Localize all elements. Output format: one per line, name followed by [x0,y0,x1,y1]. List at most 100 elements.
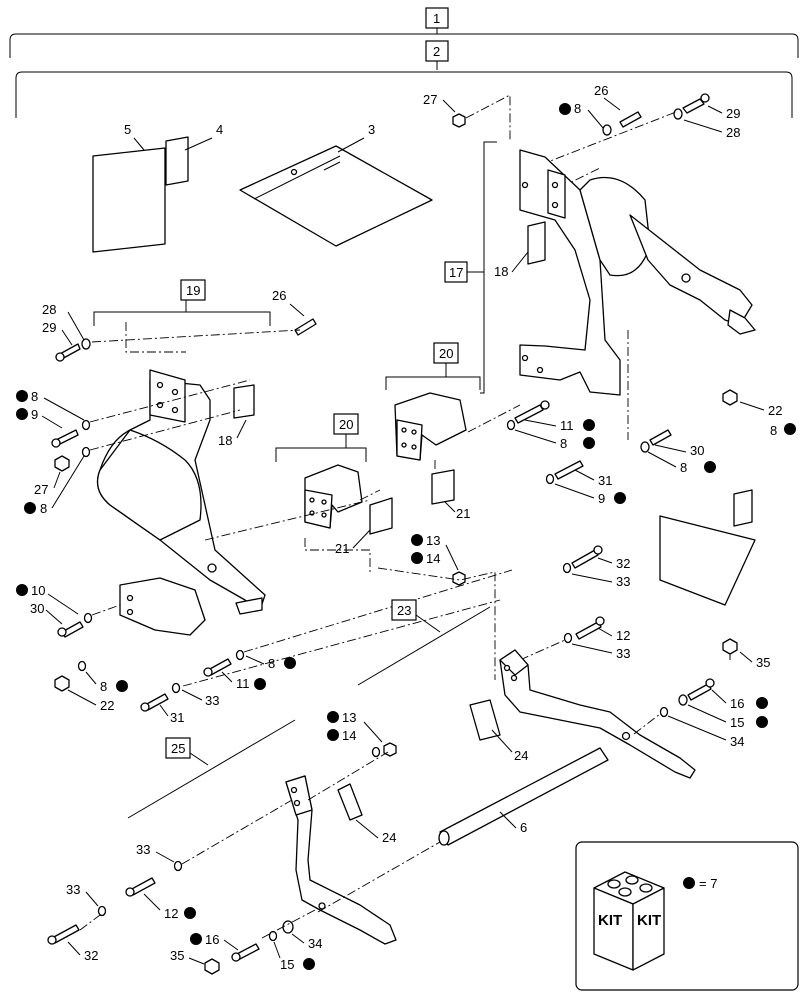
svg-text:30: 30 [690,443,704,458]
svg-text:26: 26 [272,288,286,303]
svg-text:19: 19 [186,283,200,298]
svg-text:29: 29 [42,320,56,335]
assembly-label-2: 2 [433,44,440,59]
svg-text:25: 25 [171,741,185,756]
svg-text:20: 20 [339,417,353,432]
svg-text:27: 27 [423,92,437,107]
svg-text:8: 8 [574,101,581,116]
left-mid-fasteners: 8 9 27 8 [16,379,251,516]
svg-text:34: 34 [730,734,744,749]
svg-text:21: 21 [456,506,470,521]
kit-label-right: KIT [637,912,661,929]
assembly-25: 25 24 [127,719,441,945]
svg-text:13: 13 [342,710,356,725]
svg-text:18: 18 [218,433,232,448]
svg-text:27: 27 [34,482,48,497]
left-top-fasteners: 26 28 29 [42,288,317,362]
svg-text:5: 5 [124,122,131,137]
svg-text:18: 18 [494,264,508,279]
svg-text:26: 26 [594,83,608,98]
svg-text:8: 8 [268,656,275,671]
svg-text:33: 33 [205,693,219,708]
hardware-13-14-mid: 13 14 [377,533,496,680]
svg-text:11: 11 [236,676,250,691]
svg-text:31: 31 [170,710,184,725]
svg-text:10: 10 [31,583,45,598]
svg-text:35: 35 [756,655,770,670]
svg-text:9: 9 [31,407,38,422]
svg-text:31: 31 [598,473,612,488]
svg-text:16: 16 [730,696,744,711]
assembly-20-middle: 20 21 [275,413,393,575]
svg-text:33: 33 [136,842,150,857]
bottom-left-fasteners: 33 12 33 32 [47,799,293,963]
svg-text:28: 28 [726,125,740,140]
svg-text:8: 8 [770,423,777,438]
svg-text:11: 11 [560,418,574,433]
svg-text:8: 8 [31,389,38,404]
left-lower-fasteners: 10 30 [16,583,121,638]
svg-text:16: 16 [205,932,219,947]
svg-text:14: 14 [426,551,440,566]
part-4-decal: 4 [165,122,223,186]
right-fasteners: 22 8 30 8 11 8 31 9 [506,389,796,606]
bracket-line-1 [9,28,799,58]
svg-text:24: 24 [514,748,528,763]
assembly-box-23 [391,599,417,621]
svg-text:22: 22 [768,403,782,418]
svg-text:28: 28 [42,302,56,317]
kit-equals-label: = 7 [699,876,717,891]
svg-text:33: 33 [66,882,80,897]
svg-text:32: 32 [616,556,630,571]
assembly-17-bracket: 17 18 [444,141,756,440]
svg-text:15: 15 [280,957,294,972]
assembly-bracket-2: 2 [15,40,793,118]
hardware-13-14-low: 13 14 [327,710,397,758]
svg-text:12: 12 [164,906,178,921]
svg-text:8: 8 [40,501,47,516]
svg-text:33: 33 [616,646,630,661]
svg-text:22: 22 [100,698,114,713]
svg-text:20: 20 [439,346,453,361]
svg-text:21: 21 [335,541,349,556]
bottom-fasteners: 16 34 15 35 [170,909,322,975]
svg-text:35: 35 [170,948,184,963]
part-6-shaft: 6 [438,747,609,846]
kit-dot-icon [683,877,695,889]
kit-box-icon: KIT KIT [593,871,665,971]
right-mid-fasteners: 32 33 12 33 [519,545,630,661]
assembly-23: 23 24 [357,599,696,779]
svg-text:29: 29 [726,106,740,121]
assembly-bracket-1: 1 [9,7,799,58]
svg-text:8: 8 [560,436,567,451]
top-hardware: 27 26 8 29 28 [423,83,740,196]
right-lower-fasteners: 35 16 15 34 [633,638,770,749]
svg-text:15: 15 [730,715,744,730]
assembly-label-1: 1 [433,11,440,26]
kit-label-left: KIT [598,912,622,929]
svg-text:32: 32 [84,948,98,963]
svg-text:14: 14 [342,728,356,743]
assembly-19-bracket: 19 18 [93,279,371,636]
kit-legend: KIT KIT = 7 [575,841,799,991]
svg-text:8: 8 [680,460,687,475]
svg-text:30: 30 [30,601,44,616]
svg-text:8: 8 [100,679,107,694]
assembly-box-25 [165,737,191,759]
svg-text:4: 4 [216,122,223,137]
bracket-line-2 [15,61,793,118]
part-3-bag: 3 [239,122,433,247]
mid-left-fasteners: 8 22 8 11 33 31 [54,569,513,725]
svg-text:13: 13 [426,533,440,548]
svg-text:17: 17 [449,265,463,280]
svg-text:23: 23 [397,603,411,618]
svg-text:3: 3 [368,122,375,137]
svg-text:12: 12 [616,628,630,643]
svg-text:9: 9 [598,491,605,506]
assembly-box-19 [180,279,206,301]
svg-text:33: 33 [616,574,630,589]
svg-text:34: 34 [308,936,322,951]
part-5-manual: 5 [92,122,166,253]
